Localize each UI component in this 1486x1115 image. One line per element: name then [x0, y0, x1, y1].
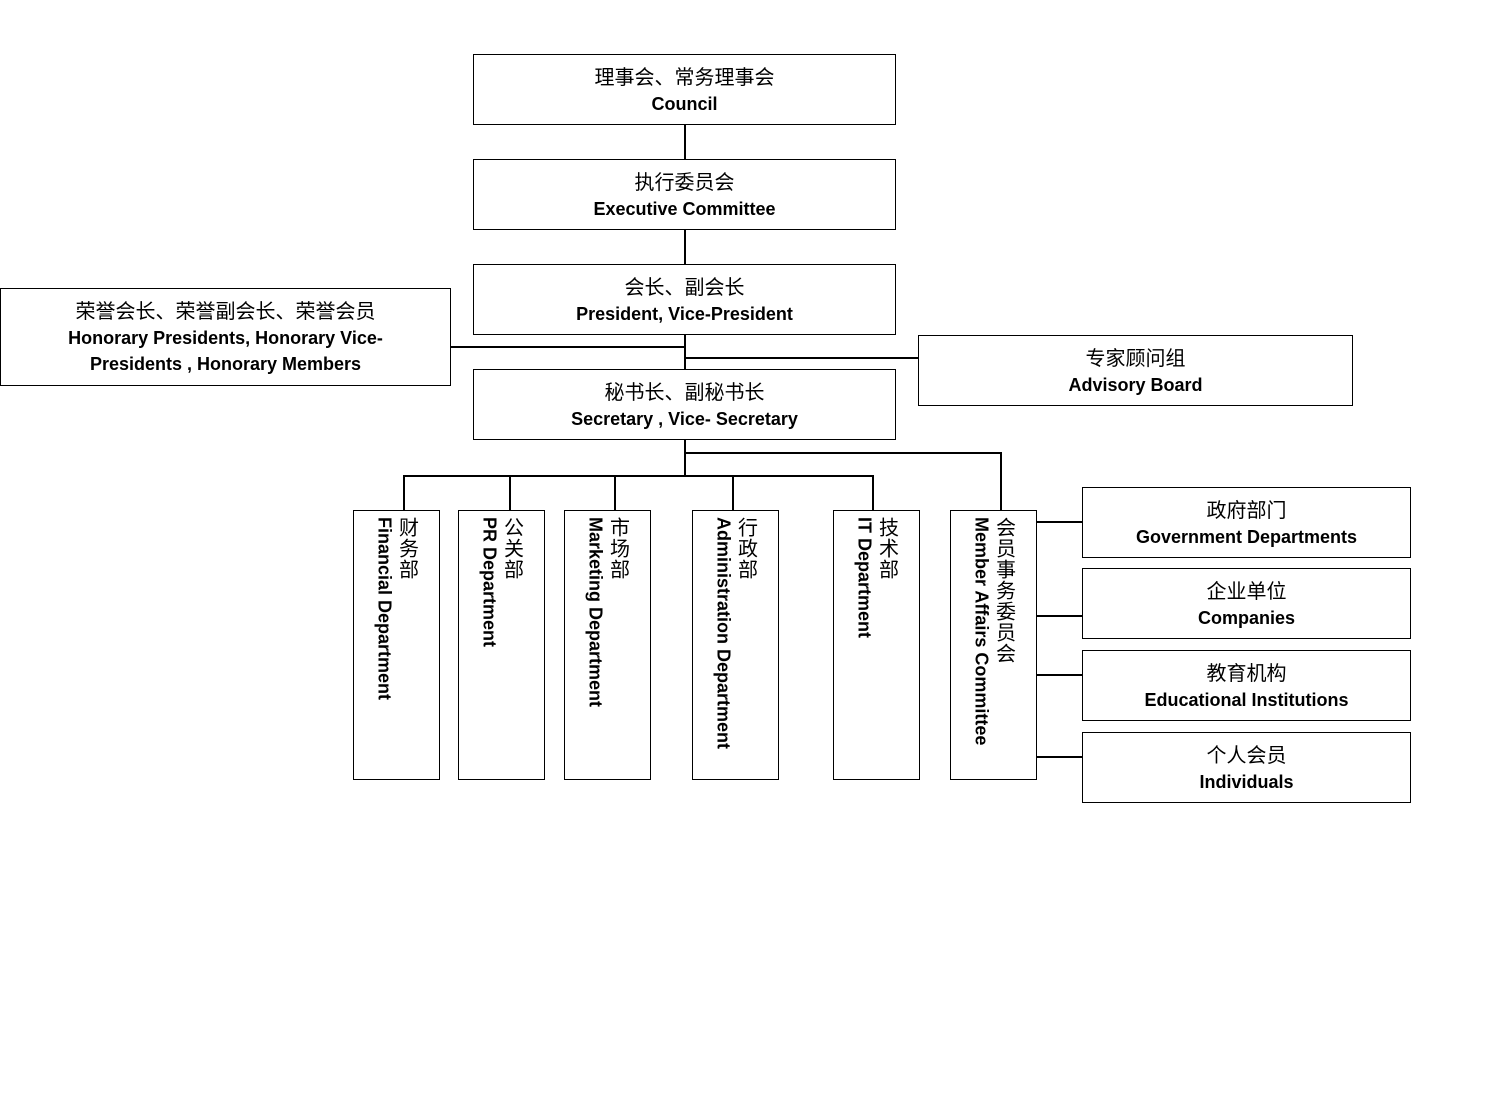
- secretary-box: 秘书长、副秘书长 Secretary , Vice- Secretary: [473, 369, 896, 440]
- member-educational-zh: 教育机构: [1206, 660, 1287, 685]
- member-educational: 教育机构 Educational Institutions: [1082, 650, 1411, 721]
- executive-en: Executive Committee: [593, 198, 776, 219]
- connector-dept-bus: [403, 475, 873, 477]
- member-companies-zh: 企业单位: [1206, 578, 1287, 603]
- connector-dept-5: [872, 475, 874, 511]
- honorary-en-line2: Presidents , Honorary Members: [89, 354, 362, 374]
- member-individuals-zh: 个人会员: [1206, 742, 1287, 767]
- connector-member-2: [1035, 615, 1083, 617]
- connector-member-bus: [684, 452, 1001, 454]
- dept-member-affairs: 会员事务委员会 Member Affairs Committee: [950, 510, 1037, 780]
- advisory-box: 专家顾问组 Advisory Board: [918, 335, 1353, 406]
- connector-dept-3: [614, 475, 616, 511]
- honorary-box: 荣誉会长、荣誉副会长、荣誉会员 Honorary Presidents, Hon…: [0, 288, 451, 386]
- dept-member-affairs-zh: 会员事务委员会: [992, 517, 1017, 664]
- dept-marketing-en: Marketing Department: [585, 517, 606, 708]
- connector-dept-6: [1000, 452, 1002, 511]
- secretary-zh: 秘书长、副秘书长: [604, 379, 765, 404]
- dept-marketing-zh: 市场部: [606, 517, 631, 580]
- connector-president-secretary: [684, 334, 686, 370]
- dept-marketing: 市场部 Marketing Department: [564, 510, 651, 780]
- connector-exec-president: [684, 229, 686, 265]
- connector-secretary-down: [684, 439, 686, 475]
- dept-administration-en: Administration Department: [713, 517, 734, 750]
- member-educational-en: Educational Institutions: [1144, 689, 1349, 710]
- president-box: 会长、副会长 President, Vice-President: [473, 264, 896, 335]
- member-government: 政府部门 Government Departments: [1082, 487, 1411, 558]
- dept-member-affairs-en: Member Affairs Committee: [971, 517, 992, 746]
- member-individuals-en: Individuals: [1199, 771, 1294, 792]
- dept-it-en: IT Department: [854, 517, 875, 639]
- council-en: Council: [651, 93, 718, 114]
- dept-it-zh: 技术部: [875, 517, 900, 580]
- dept-pr-en: PR Department: [479, 517, 500, 648]
- secretary-en: Secretary , Vice- Secretary: [571, 408, 798, 429]
- connector-dept-1: [403, 475, 405, 511]
- advisory-zh: 专家顾问组: [1085, 345, 1186, 370]
- advisory-en: Advisory Board: [1068, 374, 1203, 395]
- executive-box: 执行委员会 Executive Committee: [473, 159, 896, 230]
- member-individuals: 个人会员 Individuals: [1082, 732, 1411, 803]
- honorary-zh: 荣誉会长、荣誉副会长、荣誉会员: [75, 299, 376, 323]
- connector-honorary: [450, 346, 685, 348]
- connector-council-exec: [684, 124, 686, 160]
- connector-member-1: [1035, 521, 1083, 523]
- president-zh: 会长、副会长: [624, 274, 745, 299]
- council-zh: 理事会、常务理事会: [594, 64, 775, 89]
- connector-dept-2: [509, 475, 511, 511]
- member-companies-en: Companies: [1197, 607, 1296, 628]
- member-government-zh: 政府部门: [1206, 497, 1287, 522]
- dept-administration: 行政部 Administration Department: [692, 510, 779, 780]
- dept-pr-zh: 公关部: [500, 517, 525, 580]
- connector-member-3: [1035, 674, 1083, 676]
- member-companies: 企业单位 Companies: [1082, 568, 1411, 639]
- connector-dept-4: [732, 475, 734, 511]
- president-en: President, Vice-President: [576, 303, 793, 324]
- connector-member-4: [1035, 756, 1083, 758]
- executive-zh: 执行委员会: [634, 169, 735, 194]
- dept-pr: 公关部 PR Department: [458, 510, 545, 780]
- dept-administration-zh: 行政部: [734, 517, 759, 580]
- council-box: 理事会、常务理事会 Council: [473, 54, 896, 125]
- connector-advisory: [684, 357, 919, 359]
- dept-it: 技术部 IT Department: [833, 510, 920, 780]
- honorary-en-line1: Honorary Presidents, Honorary Vice-: [68, 328, 383, 348]
- dept-financial-en: Financial Department: [374, 517, 395, 701]
- member-government-en: Government Departments: [1135, 526, 1358, 547]
- dept-financial: 财务部 Financial Department: [353, 510, 440, 780]
- dept-financial-zh: 财务部: [395, 517, 420, 580]
